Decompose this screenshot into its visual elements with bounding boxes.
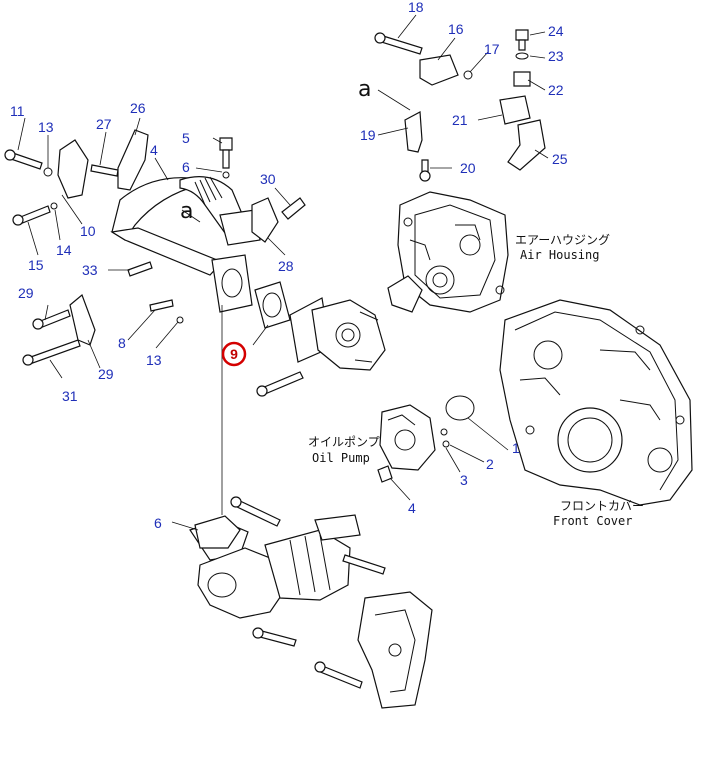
front-cover-jp-label: フロントカバー xyxy=(560,499,644,513)
part-number-17: 17 xyxy=(484,41,500,57)
highlighted-part-9[interactable]: 9 xyxy=(221,341,247,367)
oil-pump-jp-label: オイルポンプ xyxy=(308,435,380,449)
part-number-20: 20 xyxy=(460,160,476,176)
part-number-31: 30 xyxy=(260,171,276,187)
part-number-33: 33 xyxy=(82,262,98,278)
oil-pump-en-label: Oil Pump xyxy=(312,451,370,465)
part-number-2: 2 xyxy=(486,456,494,472)
part-number-26: 26 xyxy=(130,100,146,116)
part-number-21: 21 xyxy=(452,112,468,128)
part-number-28: 28 xyxy=(278,258,294,274)
leader-lines xyxy=(17,14,549,531)
part-number-11: 8 xyxy=(118,335,126,351)
pipe-5-drawing xyxy=(110,176,261,313)
part-number-32: 31 xyxy=(62,388,78,404)
air-housing-drawing xyxy=(387,191,509,313)
air-housing-en-label: Air Housing xyxy=(520,248,599,262)
part-number-13-top: 13 xyxy=(38,119,54,135)
part-number-27: 27 xyxy=(96,116,112,132)
oil-pump-drawing xyxy=(377,404,450,483)
bracket-parts-drawing xyxy=(374,29,546,182)
part-number-12: 11 xyxy=(10,103,25,119)
part-number-25: 25 xyxy=(552,151,568,167)
exhaust-turbo-drawing xyxy=(189,496,433,709)
part-number-29: 29 xyxy=(98,366,114,382)
part-number-14: 15 xyxy=(28,257,44,273)
part-number-15: 14 xyxy=(56,242,72,258)
part-number-23: 23 xyxy=(548,48,564,64)
front-cover-drawing xyxy=(445,299,693,506)
part-number-18: 18 xyxy=(408,0,424,15)
part-number-8: 6 xyxy=(182,159,190,175)
air-housing-jp-label: エアーハウジング xyxy=(515,233,610,247)
part-number-22: 22 xyxy=(548,82,564,98)
part-number-labels: 18 16 17 24 23 22 21 19 20 25 11 13 27 2… xyxy=(10,0,568,531)
front-cover-en-label: Front Cover xyxy=(553,514,632,528)
highlight-circle xyxy=(221,341,247,367)
part-number-1: 1 xyxy=(512,440,520,456)
ref-mark-a-pipe: a xyxy=(180,199,193,224)
small-parts-drawing xyxy=(4,129,306,366)
part-number-19: 19 xyxy=(360,127,376,143)
part-number-6: 6 xyxy=(154,515,162,531)
part-number-30: 29 xyxy=(18,285,34,301)
gasket-9-drawing xyxy=(254,281,291,329)
part-number-3: 3 xyxy=(460,472,468,488)
part-number-16: 16 xyxy=(448,21,464,37)
ref-mark-a-bracket: a xyxy=(358,77,371,102)
part-number-4: 4 xyxy=(408,500,416,516)
part-number-13-bottom: 13 xyxy=(146,352,162,368)
part-number-10: 10 xyxy=(80,223,96,239)
part-number-7: 5 xyxy=(182,130,190,146)
part-number-5: 4 xyxy=(150,142,158,158)
part-number-24: 24 xyxy=(548,23,564,39)
valve-assembly-drawing xyxy=(256,297,386,397)
highlight-number: 9 xyxy=(230,346,238,362)
